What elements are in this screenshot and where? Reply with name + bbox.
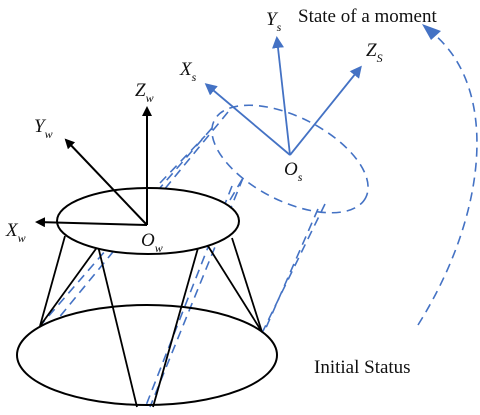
state-label: State of a moment [298, 6, 437, 27]
moment-link-4 [144, 185, 233, 409]
moment-origin-label: Os [284, 159, 303, 184]
world-y-axis [64, 138, 148, 226]
initial-status-label: Initial Status [314, 357, 411, 378]
moment-z-label: ZS [366, 40, 383, 65]
leg-3 [97, 245, 138, 408]
world-x-axis [35, 217, 148, 228]
moment-y-axis [272, 36, 291, 156]
moment-x-axis [204, 83, 291, 156]
world-axes [35, 106, 152, 228]
world-y-label: Yw [34, 116, 53, 141]
moment-axes [204, 36, 362, 156]
moment-top-plate [211, 104, 369, 214]
moment-z-axis [289, 65, 362, 156]
leg-5 [207, 245, 263, 333]
moment-link-6 [261, 203, 326, 334]
transition-arrow [417, 27, 478, 326]
moment-y-label: Ys [266, 9, 282, 34]
world-z-label: Zw [135, 80, 154, 105]
leg-1 [39, 235, 66, 327]
moment-ghost-lines [159, 135, 244, 201]
moment-link-1 [39, 127, 213, 327]
moment-link-5 [264, 208, 319, 331]
ghost-line-1 [159, 135, 206, 184]
moment-link-3 [149, 177, 244, 408]
base-plate [16, 304, 278, 406]
leg-2 [39, 245, 99, 327]
leg-6 [231, 237, 263, 333]
world-origin-label: Ow [141, 230, 163, 255]
world-x-label: Xw [5, 220, 26, 245]
leg-4 [152, 247, 199, 408]
ghost-line-2 [229, 177, 244, 201]
moment-x-label: Xs [179, 59, 197, 84]
transition-arrowhead-icon [422, 24, 441, 40]
moment-platform-group [39, 104, 369, 409]
